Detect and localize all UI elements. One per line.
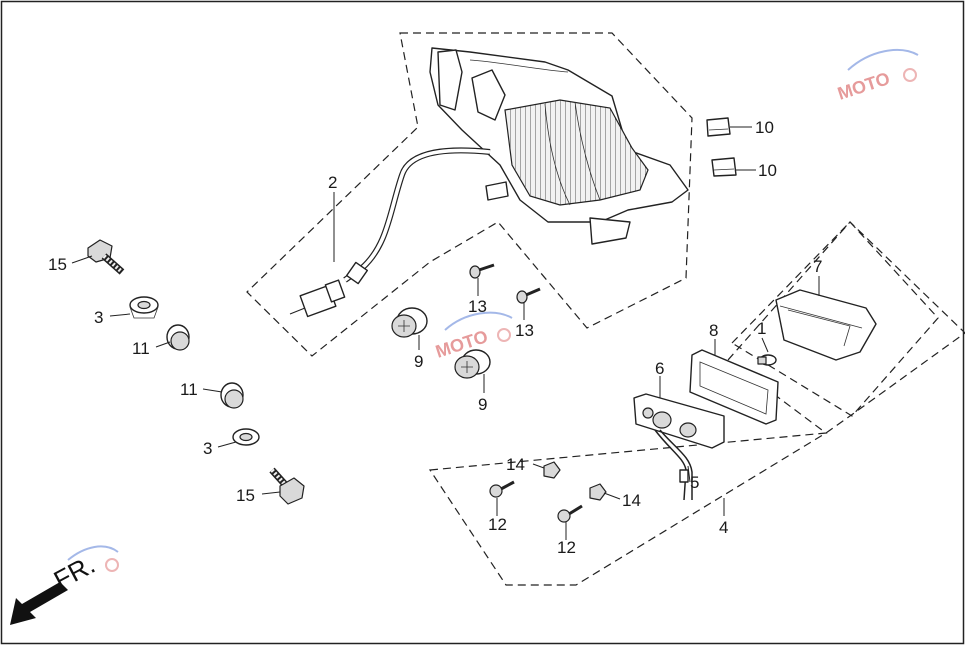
tail-light-assembly: [429, 47, 689, 245]
cushion-pad-lower: [711, 157, 737, 177]
bolt-upper-15: [87, 239, 125, 275]
callout-1: 1: [757, 319, 766, 338]
nut-upper-14: [543, 461, 561, 479]
callout-12-lower: 12: [557, 538, 576, 557]
callout-14-upper: 14: [506, 455, 525, 474]
wire-harness: [289, 147, 491, 318]
callout-6: 6: [655, 359, 664, 378]
callout-13-lower: 13: [515, 321, 534, 340]
watermark-logo-bottom-left: [67, 545, 119, 572]
grommet-lower: [454, 349, 491, 379]
leader-lines: [71, 126, 820, 540]
callout-14-lower: 14: [622, 491, 641, 510]
lens-gasket-8: [689, 349, 779, 425]
screw-upper-12: [489, 480, 515, 498]
wire-5: [654, 429, 693, 501]
group-boundary-lamp-housing: [731, 221, 939, 417]
grommet-upper: [391, 307, 428, 338]
callout-12-upper: 12: [488, 515, 507, 534]
collar-lower-3: [232, 428, 260, 446]
callout-3-upper: 3: [94, 308, 103, 327]
grommet-lower-11: [220, 382, 244, 409]
callout-10-lower: 10: [758, 161, 777, 180]
socket-plate-6: [633, 393, 725, 449]
callout-7: 7: [813, 257, 822, 276]
callout-10-upper: 10: [755, 118, 774, 137]
callout-15-lower: 15: [236, 486, 255, 505]
callout-11-lower: 11: [180, 380, 198, 399]
watermark-logo-top-right: MOTO: [835, 49, 919, 104]
bulb-1: [757, 354, 777, 366]
callout-13-upper: 13: [468, 297, 487, 316]
callout-11-upper: 11: [132, 339, 150, 358]
screw-lower-12: [557, 504, 583, 523]
collar-upper-3: [129, 296, 159, 319]
bolt-lower-15: [269, 467, 305, 505]
svg-text:MOTO: MOTO: [835, 68, 892, 104]
callout-2: 2: [328, 173, 337, 192]
front-direction-indicator: FR.: [10, 549, 100, 625]
callout-3-lower: 3: [203, 439, 212, 458]
front-arrow-icon: [10, 582, 68, 625]
cushion-pad-upper: [706, 117, 731, 137]
screw-lower-13: [516, 287, 541, 304]
group-boundary-tail-light: [246, 32, 693, 357]
screw-upper-13: [469, 263, 495, 279]
callout-4: 4: [719, 518, 728, 537]
group-boundary-license-light: [428, 221, 965, 586]
lamp-housing-7: [775, 289, 877, 361]
callout-15-upper: 15: [48, 255, 67, 274]
grommet-upper-11: [166, 324, 190, 351]
callout-9-lower: 9: [478, 395, 487, 414]
callout-9-upper: 9: [414, 352, 423, 371]
callout-8: 8: [709, 321, 718, 340]
nut-lower-14: [589, 483, 607, 501]
callout-5: 5: [690, 473, 699, 492]
